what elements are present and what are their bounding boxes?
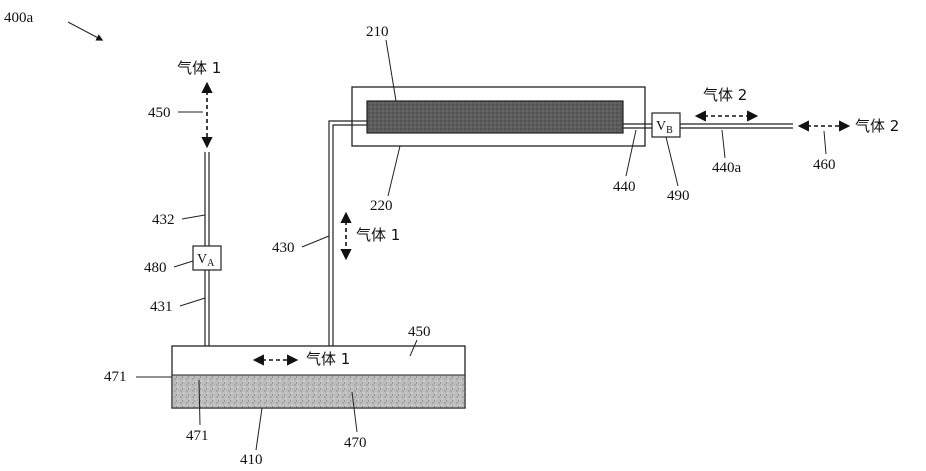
ref-440a: 440a (712, 160, 742, 176)
lead-480 (174, 261, 193, 267)
figure-label: 400a (4, 10, 34, 26)
ref-471-inner: 471 (186, 428, 209, 444)
ref-460: 460 (813, 157, 836, 173)
lead-490 (666, 137, 678, 186)
lead-432 (182, 215, 205, 219)
lead-410 (256, 408, 262, 450)
ref-430: 430 (272, 240, 295, 256)
ref-490: 490 (667, 188, 690, 204)
ref-450-tank: 450 (408, 324, 431, 340)
gas1-label-top: 气体 1 (177, 59, 221, 77)
pipe-430-inner (333, 125, 352, 346)
figure-label-arrow (68, 22, 102, 40)
ref-220: 220 (370, 198, 393, 214)
ref-470: 470 (344, 435, 367, 451)
gas1-label-pipe430: 气体 1 (356, 226, 400, 244)
core-210 (367, 101, 623, 133)
ref-440: 440 (613, 179, 636, 195)
lead-430 (302, 236, 329, 247)
lead-440a (722, 130, 725, 158)
ref-480: 480 (144, 260, 167, 276)
lead-220 (388, 146, 400, 196)
ref-410: 410 (240, 452, 263, 468)
gas1-label-tank: 气体 1 (306, 350, 350, 368)
ref-210: 210 (366, 24, 389, 40)
ref-471-left: 471 (104, 369, 127, 385)
ref-432: 432 (152, 212, 175, 228)
ref-450-top: 450 (148, 105, 171, 121)
lead-460 (824, 131, 826, 154)
ref-431: 431 (150, 299, 173, 315)
gas2-label-pipe: 气体 2 (703, 86, 747, 104)
lead-431 (180, 298, 205, 306)
liquid-470 (173, 375, 465, 407)
gas2-label-end: 气体 2 (855, 117, 899, 135)
